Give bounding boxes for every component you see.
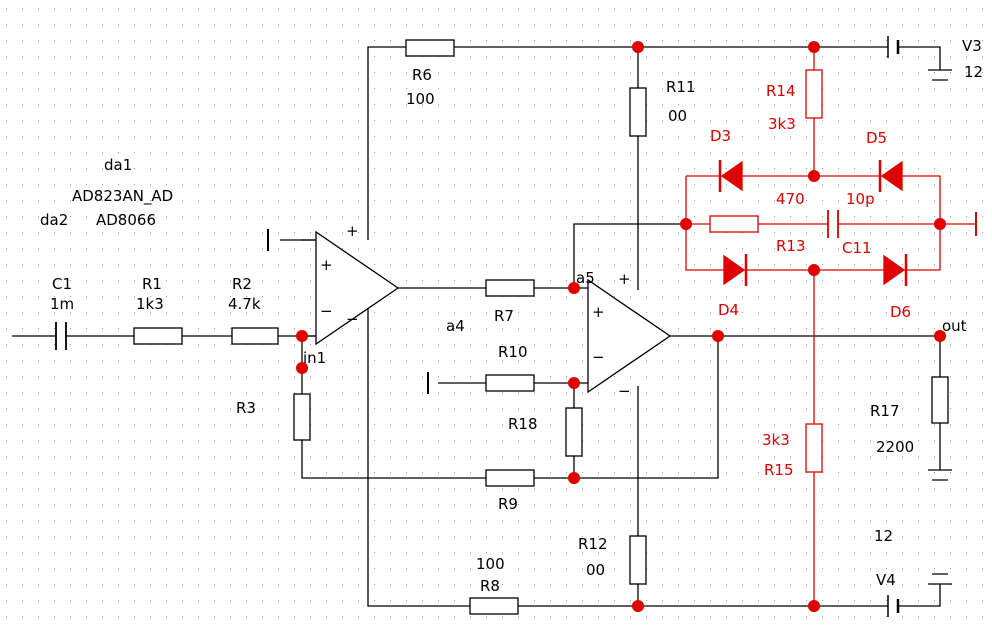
resistor-r3[interactable]: [293, 393, 311, 441]
label-c11-value: 10p: [846, 190, 875, 208]
label-a4: a4: [446, 317, 465, 335]
resistor-r14[interactable]: [805, 69, 823, 119]
resistor-r1[interactable]: [133, 327, 183, 345]
label-r12-name: R12: [578, 535, 608, 553]
resistor-r6[interactable]: [405, 39, 455, 57]
label-da1-part: AD823AN_AD: [72, 187, 173, 206]
label-r2-name: R2: [232, 275, 252, 293]
junction-node[interactable]: [808, 600, 820, 612]
resistor-r17[interactable]: [931, 376, 949, 424]
label-r13-value: 470: [776, 190, 805, 208]
label-da1-bottom-minus: −: [346, 310, 359, 328]
diode-d6[interactable]: [883, 254, 908, 286]
resistor-r10[interactable]: [485, 374, 535, 392]
label-da2-in-minus: −: [592, 348, 605, 366]
junction-node[interactable]: [568, 282, 580, 294]
resistor-r11[interactable]: [629, 87, 647, 137]
junction-node[interactable]: [712, 330, 724, 342]
label-v4-value: 12: [874, 527, 893, 545]
label-c1-value: 1m: [50, 295, 74, 313]
label-r10-name: R10: [498, 343, 528, 361]
label-d3: D3: [710, 127, 731, 145]
label-a5: a5: [576, 269, 595, 287]
label-v3-name: V3: [962, 37, 982, 55]
junction-node[interactable]: [934, 330, 946, 342]
label-r6-value: 100: [406, 90, 435, 108]
junction-node[interactable]: [680, 218, 692, 230]
label-r14-value: 3k3: [768, 115, 796, 133]
junction-node[interactable]: [632, 41, 644, 53]
label-r13-name: R13: [776, 237, 806, 255]
junction-node[interactable]: [808, 41, 820, 53]
label-da2-bottom-minus: −: [618, 382, 631, 400]
label-r11-value: 00: [668, 107, 687, 125]
label-r3-name: R3: [236, 399, 256, 417]
label-r15-name: R15: [764, 461, 794, 479]
diode-d5[interactable]: [878, 160, 903, 192]
label-r12-value: 00: [586, 561, 605, 579]
junction-node[interactable]: [632, 600, 644, 612]
diode-d4[interactable]: [723, 254, 748, 286]
resistors: [133, 39, 949, 615]
label-da2: da2: [40, 211, 68, 229]
label-da1-top-plus: +: [346, 222, 359, 240]
resistor-r18[interactable]: [565, 407, 583, 457]
resistor-r7[interactable]: [485, 279, 535, 297]
label-da2-part: AD8066: [96, 211, 156, 229]
label-da1-in-plus: +: [320, 256, 333, 274]
label-r17-name: R17: [870, 402, 900, 420]
junction-node[interactable]: [808, 264, 820, 276]
label-c1-name: C1: [52, 275, 72, 293]
junction-node[interactable]: [808, 170, 820, 182]
label-d6: D6: [890, 303, 911, 321]
label-v4-name: V4: [876, 571, 896, 589]
resistor-r2[interactable]: [231, 327, 279, 345]
label-r15-value: 3k3: [762, 431, 790, 449]
opamp-da2[interactable]: [587, 278, 672, 394]
labels-red: R14 3k3 D3 D5 470 10p R13 C11 D4 D6 3k3 …: [710, 82, 911, 479]
diode-d3[interactable]: [718, 160, 743, 192]
label-r1-name: R1: [142, 275, 162, 293]
label-da2-top-plus: +: [618, 270, 631, 288]
junction-node[interactable]: [568, 472, 580, 484]
labels-black: da1 AD823AN_AD da2 AD8066 C1 1m R1 1k3 R…: [40, 37, 983, 595]
label-r2-value: 4.7k: [228, 295, 261, 313]
junction-node[interactable]: [934, 218, 946, 230]
label-r1-value: 1k3: [136, 295, 164, 313]
label-v3-value: 12: [964, 63, 983, 81]
label-out: out: [942, 317, 967, 335]
resistor-r12[interactable]: [629, 535, 647, 585]
wires-black: [12, 36, 952, 617]
junction-node[interactable]: [296, 330, 308, 342]
junction-node[interactable]: [568, 377, 580, 389]
label-r8-name: R8: [480, 577, 500, 595]
label-d5: D5: [866, 129, 887, 147]
label-da1: da1: [104, 156, 132, 174]
label-r6-name: R6: [412, 66, 432, 84]
label-r11-name: R11: [666, 78, 696, 96]
resistor-r15[interactable]: [805, 423, 823, 473]
label-c11-name: C11: [842, 239, 872, 257]
label-da2-in-plus: +: [592, 303, 605, 321]
label-da1-in-minus: −: [320, 302, 333, 320]
label-r7-name: R7: [494, 307, 514, 325]
label-r9-name: R9: [498, 495, 518, 513]
resistor-r13[interactable]: [709, 215, 759, 233]
wires-red: [685, 47, 977, 606]
label-r14-name: R14: [766, 82, 796, 100]
junction-node[interactable]: [296, 362, 308, 374]
junction-nodes: [296, 41, 946, 612]
label-r8-value: 100: [476, 555, 505, 573]
resistor-r9[interactable]: [485, 469, 535, 487]
label-r17-value: 2200: [876, 438, 914, 456]
resistor-r8[interactable]: [469, 597, 519, 615]
label-d4: D4: [718, 301, 739, 319]
label-in1: in1: [303, 349, 326, 367]
diodes: [718, 160, 908, 286]
label-r18-name: R18: [508, 415, 538, 433]
